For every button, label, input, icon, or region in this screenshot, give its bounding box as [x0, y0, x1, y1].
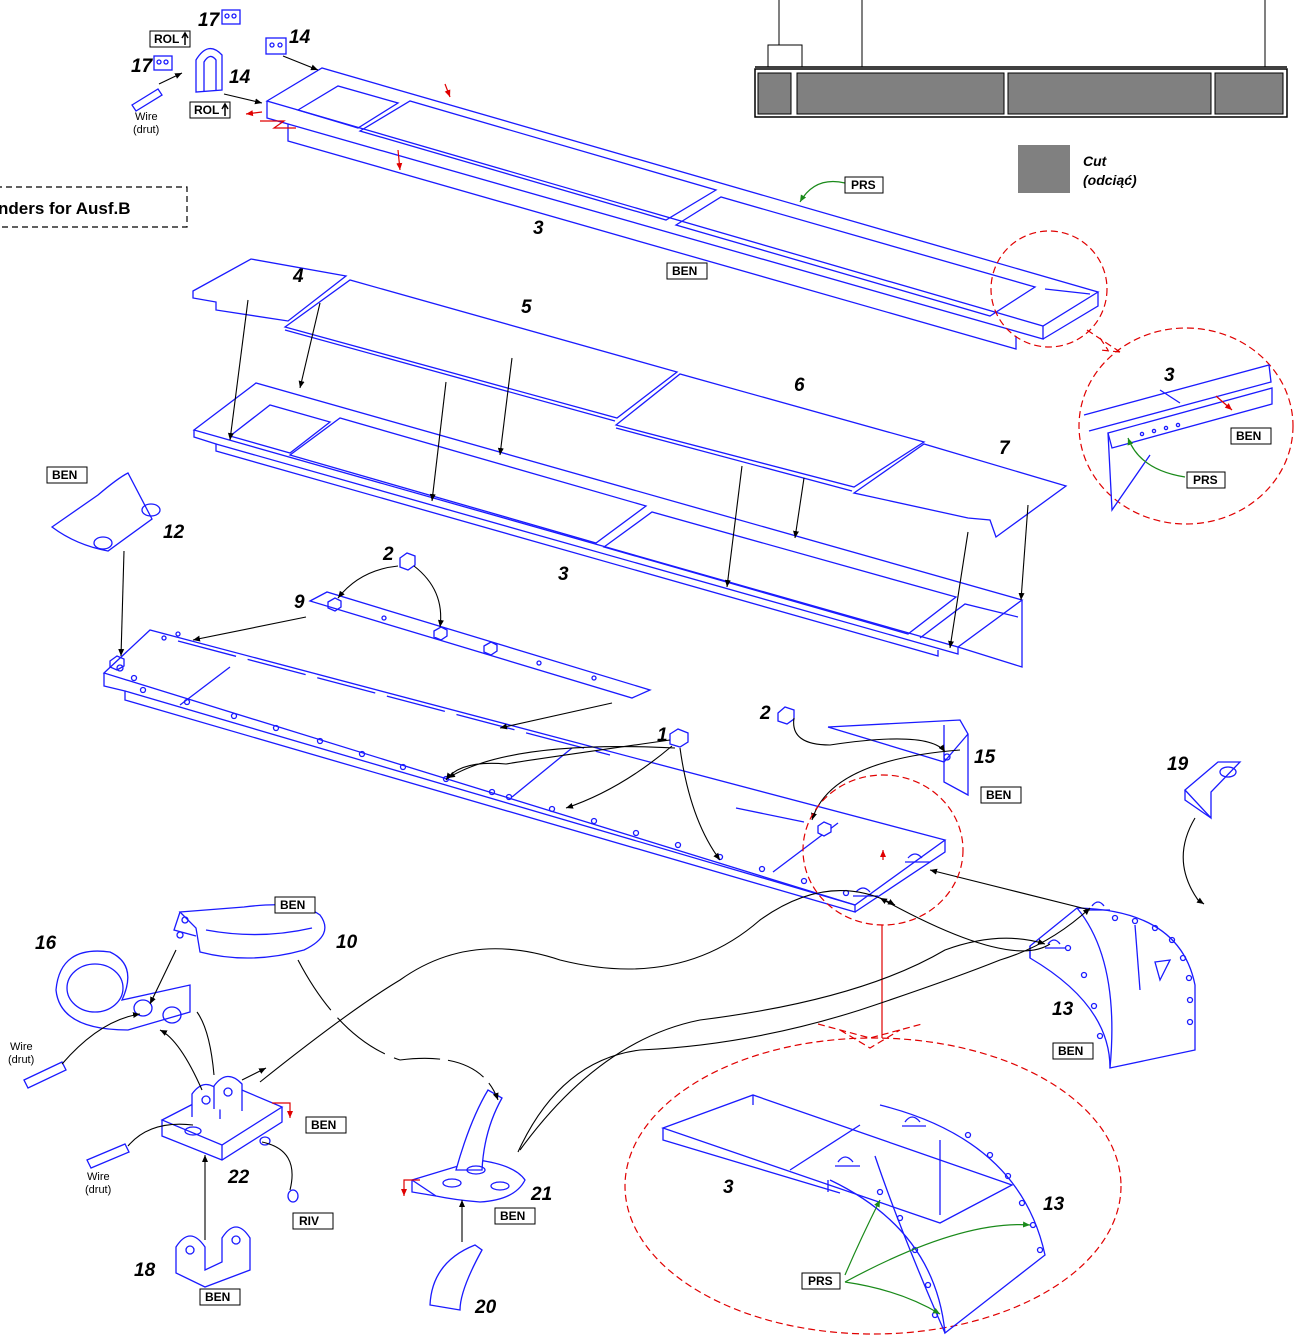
part-number-9: 9 — [294, 592, 305, 613]
prs-tag-bottom: PRS — [801, 1272, 841, 1290]
svg-text:BEN: BEN — [52, 468, 77, 482]
wire-pins — [23, 949, 293, 1191]
svg-text:PRS: PRS — [808, 1274, 833, 1288]
detail-circle-right — [990, 230, 1294, 525]
svg-text:BEN: BEN — [205, 1290, 230, 1304]
part-18-clip — [175, 1155, 251, 1288]
ben-tag-15: BEN — [980, 786, 1022, 804]
prs-tag: PRS — [844, 176, 884, 194]
part-number-3-bottom: 3 — [723, 1177, 734, 1198]
part-number-21: 21 — [530, 1184, 552, 1205]
part-5-plate — [283, 279, 679, 422]
ben-tag-detail: BEN — [1230, 427, 1272, 445]
part-number-1: 1 — [657, 725, 668, 746]
svg-text:BEN: BEN — [986, 788, 1011, 802]
part-number-3-detail: 3 — [1164, 365, 1175, 386]
ben-tag-10: BEN — [274, 896, 316, 914]
cut-legend: Cut (odciąć) — [1018, 145, 1137, 193]
part-number-20: 20 — [474, 1297, 497, 1318]
wire-label-bottom: Wire — [87, 1171, 110, 1183]
svg-text:BEN: BEN — [500, 1209, 525, 1223]
part-22-base — [160, 1075, 293, 1161]
cut-label-pl: (odciąć) — [1083, 172, 1137, 188]
cut-label: Cut — [1083, 153, 1108, 169]
cut-swatch — [1018, 145, 1070, 193]
ben-tag-13: BEN — [1052, 1042, 1094, 1060]
svg-text:PRS: PRS — [1193, 473, 1218, 487]
part-21-mount — [401, 1089, 526, 1242]
part-number-5: 5 — [521, 297, 532, 318]
part-20-pad — [429, 1244, 483, 1311]
part-number-16: 16 — [35, 933, 57, 954]
part-7-plate — [852, 443, 1068, 539]
hinge-parts-top — [131, 9, 451, 171]
part-number-2-b: 2 — [759, 703, 771, 724]
part-number-22: 22 — [227, 1167, 250, 1188]
title-label: nders for Ausf.B — [0, 199, 131, 218]
ben-tag-22: BEN — [305, 1116, 347, 1134]
part-number-10: 10 — [336, 932, 358, 953]
part-number-17-b: 17 — [131, 56, 154, 77]
part-9-strip — [308, 552, 652, 699]
svg-text:BEN: BEN — [1058, 1044, 1083, 1058]
cut-area — [757, 72, 792, 115]
part-number-13-bottom: 13 — [1043, 1194, 1065, 1215]
rol-tag-b: ROL — [189, 101, 231, 119]
wire-label-bottom-pl: (drut) — [85, 1184, 111, 1196]
part-number-3: 3 — [533, 218, 544, 239]
part-12-bracket — [50, 472, 161, 657]
ben-tag-21: BEN — [494, 1207, 536, 1225]
wire-label-left: Wire — [10, 1041, 33, 1053]
prs-tag-detail: PRS — [1186, 471, 1226, 489]
wire-label-left-pl: (drut) — [8, 1054, 34, 1066]
wire-label: Wire — [135, 111, 158, 123]
side-view-fender — [754, 0, 1288, 118]
part-number-14-b: 14 — [229, 67, 251, 88]
part-13-fender-end — [879, 868, 1196, 1069]
cut-area — [1214, 72, 1284, 115]
svg-text:BEN: BEN — [280, 898, 305, 912]
svg-text:PRS: PRS — [851, 178, 876, 192]
ben-tag-12: BEN — [46, 466, 88, 484]
connection-curves — [259, 890, 1091, 1153]
part-number-12: 12 — [163, 522, 185, 543]
part-number-14: 14 — [289, 27, 311, 48]
part-number-7: 7 — [999, 438, 1011, 459]
cut-area — [796, 72, 1005, 115]
rol-tag: ROL — [149, 30, 191, 48]
lower-fender-plate — [102, 629, 947, 913]
cut-area — [1007, 72, 1212, 115]
svg-text:BEN: BEN — [1236, 429, 1261, 443]
part-number-19: 19 — [1167, 754, 1189, 775]
assembly-arrows-plates — [227, 299, 1029, 649]
riv-tag: RIV — [292, 1212, 334, 1230]
part-19-bracket — [1182, 761, 1242, 905]
part-16-ring — [55, 950, 191, 1031]
part-number-13: 13 — [1052, 999, 1074, 1020]
part-number-2: 2 — [382, 544, 394, 565]
part-3-frame-top — [265, 67, 1100, 350]
part-3-frame-middle — [192, 382, 1024, 668]
detail-circle-bottom — [624, 774, 1122, 1335]
rivet — [287, 1189, 299, 1203]
svg-text:ROL: ROL — [154, 32, 179, 46]
svg-text:RIV: RIV — [299, 1214, 319, 1228]
svg-text:BEN: BEN — [672, 264, 697, 278]
ben-tag-18: BEN — [199, 1288, 241, 1306]
part-6-plate — [614, 373, 926, 492]
part-number-6: 6 — [794, 375, 805, 396]
part-4-plate — [192, 258, 348, 322]
part-number-18: 18 — [134, 1260, 156, 1281]
part-number-4: 4 — [292, 266, 304, 287]
svg-text:BEN: BEN — [311, 1118, 336, 1132]
wire-label-pl: (drut) — [133, 124, 159, 136]
svg-text:ROL: ROL — [194, 103, 219, 117]
title-box: nders for Ausf.B — [0, 186, 188, 228]
part-number-17: 17 — [198, 10, 221, 31]
ben-tag-frame: BEN — [666, 262, 708, 280]
part-number-15: 15 — [974, 747, 996, 768]
part-number-3-mid: 3 — [558, 564, 569, 585]
arrows-lower-plate — [192, 616, 721, 861]
